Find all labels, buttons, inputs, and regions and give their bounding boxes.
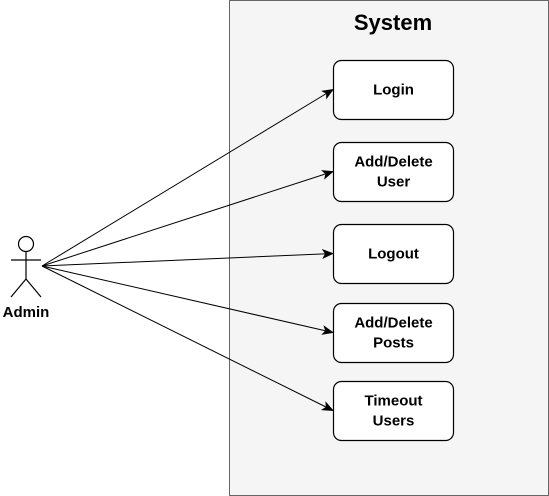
actor-label: Admin — [3, 304, 50, 321]
use-case-logout[interactable]: Logout — [332, 223, 455, 285]
actor-head — [17, 235, 35, 253]
use-case-box — [332, 141, 455, 203]
association-line-add-delete-user — [41, 170, 334, 267]
use-case-login[interactable]: Login — [332, 59, 455, 121]
association-line-timeout-users — [41, 265, 334, 411]
use-case-label: Add/Delete — [354, 154, 432, 171]
actor-left-leg — [10, 278, 27, 298]
system-title: System — [354, 10, 432, 35]
actor-right-leg — [25, 278, 42, 298]
use-case-label: Timeout — [364, 393, 422, 410]
use-case-label: Login — [373, 82, 414, 99]
use-case-box — [332, 380, 455, 442]
associations — [41, 88, 334, 411]
use-case-box — [332, 59, 455, 121]
use-cases: LoginAdd/DeleteUserLogoutAdd/DeletePosts… — [332, 59, 455, 442]
use-case-label: User — [377, 174, 411, 191]
use-case-label: Posts — [373, 335, 414, 352]
use-case-box — [332, 302, 455, 364]
use-case-box — [332, 223, 455, 285]
association-line-add-delete-posts — [41, 265, 334, 335]
use-case-label: Logout — [368, 246, 419, 263]
actor-admin[interactable]: Admin — [3, 235, 50, 322]
association-line-login — [41, 88, 334, 267]
use-case-label: Add/Delete — [354, 315, 432, 332]
use-case-label: Users — [373, 413, 415, 430]
association-line-logout — [41, 248, 334, 267]
